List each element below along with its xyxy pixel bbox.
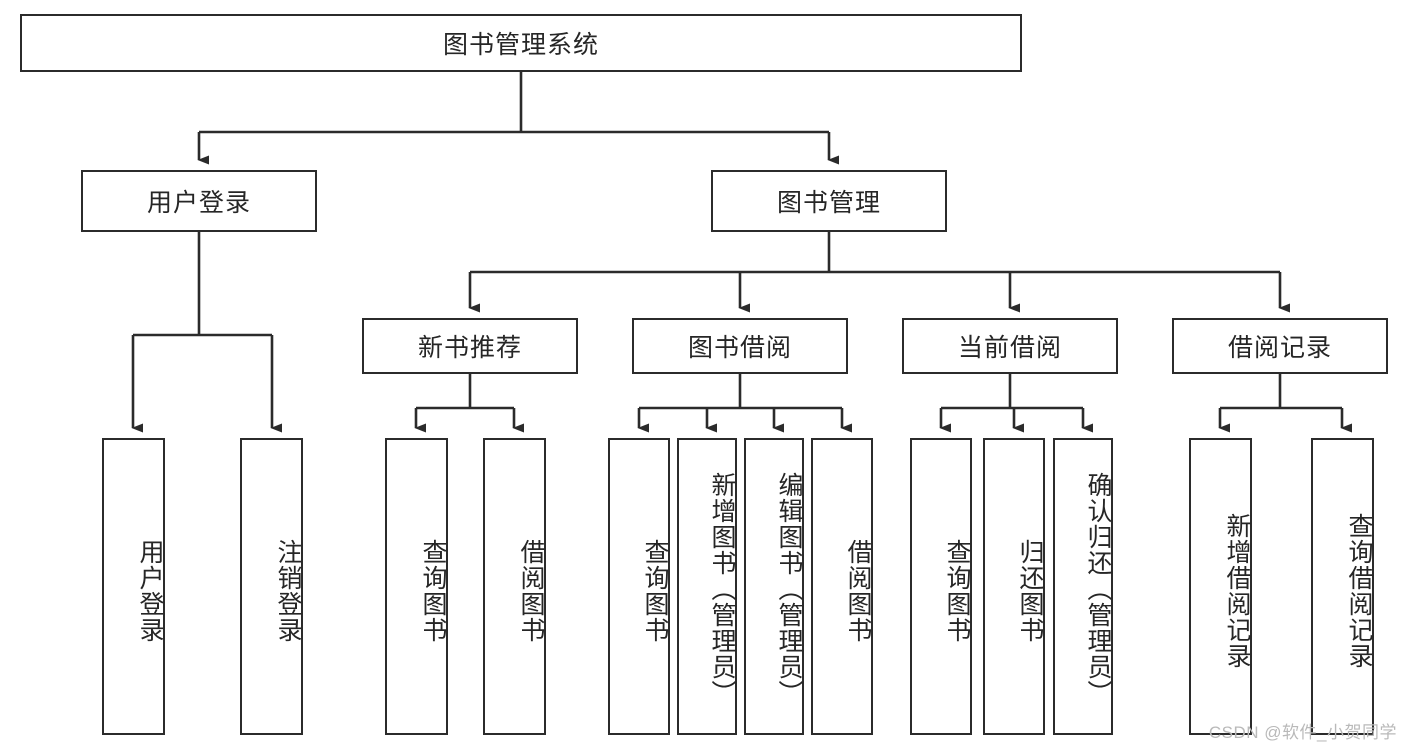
node-book-manage[interactable]: 图书管理 [711,170,947,232]
node-root[interactable]: 图书管理系统 [20,14,1022,72]
node-leaf-add-record-label: 新增借阅记录 [1223,512,1251,669]
node-leaf-user-login-label: 用户登录 [136,538,164,643]
node-user-login-label: 用户登录 [146,189,251,217]
node-leaf-borrow-book-2[interactable]: 借阅图书 [811,438,873,735]
node-book-borrow[interactable]: 图书借阅 [632,318,848,374]
node-leaf-query-book-2[interactable]: 查询图书 [608,438,670,735]
node-new-book-recommend-label: 新书推荐 [417,334,522,362]
node-leaf-query-book-3[interactable]: 查询图书 [910,438,972,735]
node-leaf-edit-book-label: 编辑图书（管理员） [775,471,803,706]
node-new-book-recommend[interactable]: 新书推荐 [362,318,578,374]
node-leaf-borrow-book-1[interactable]: 借阅图书 [483,438,546,735]
node-leaf-query-book-1-label: 查询图书 [419,538,447,643]
node-leaf-confirm-return-label: 确认归还（管理员） [1084,471,1112,706]
node-leaf-query-record[interactable]: 查询借阅记录 [1311,438,1374,735]
node-leaf-query-book-3-label: 查询图书 [943,538,971,643]
node-leaf-return-book[interactable]: 归还图书 [983,438,1045,735]
node-leaf-query-book-1[interactable]: 查询图书 [385,438,448,735]
node-leaf-query-book-2-label: 查询图书 [641,538,669,643]
node-leaf-borrow-book-1-label: 借阅图书 [517,538,545,643]
node-leaf-user-login[interactable]: 用户登录 [102,438,165,735]
node-book-borrow-label: 图书借阅 [687,334,792,362]
node-leaf-add-book-label: 新增图书（管理员） [708,471,736,706]
node-leaf-user-logout[interactable]: 注销登录 [240,438,303,735]
node-leaf-query-record-label: 查询借阅记录 [1345,512,1373,669]
node-user-login[interactable]: 用户登录 [81,170,317,232]
node-leaf-add-book[interactable]: 新增图书（管理员） [677,438,737,735]
node-current-borrow-label: 当前借阅 [957,334,1062,362]
node-current-borrow[interactable]: 当前借阅 [902,318,1118,374]
node-root-label: 图书管理系统 [442,31,599,59]
node-leaf-return-book-label: 归还图书 [1016,538,1044,643]
node-borrow-record-label: 借阅记录 [1227,334,1332,362]
node-book-manage-label: 图书管理 [776,189,881,217]
node-leaf-confirm-return[interactable]: 确认归还（管理员） [1053,438,1113,735]
node-leaf-user-logout-label: 注销登录 [274,538,302,643]
node-borrow-record[interactable]: 借阅记录 [1172,318,1388,374]
node-leaf-edit-book[interactable]: 编辑图书（管理员） [744,438,804,735]
node-leaf-add-record[interactable]: 新增借阅记录 [1189,438,1252,735]
node-leaf-borrow-book-2-label: 借阅图书 [844,538,872,643]
